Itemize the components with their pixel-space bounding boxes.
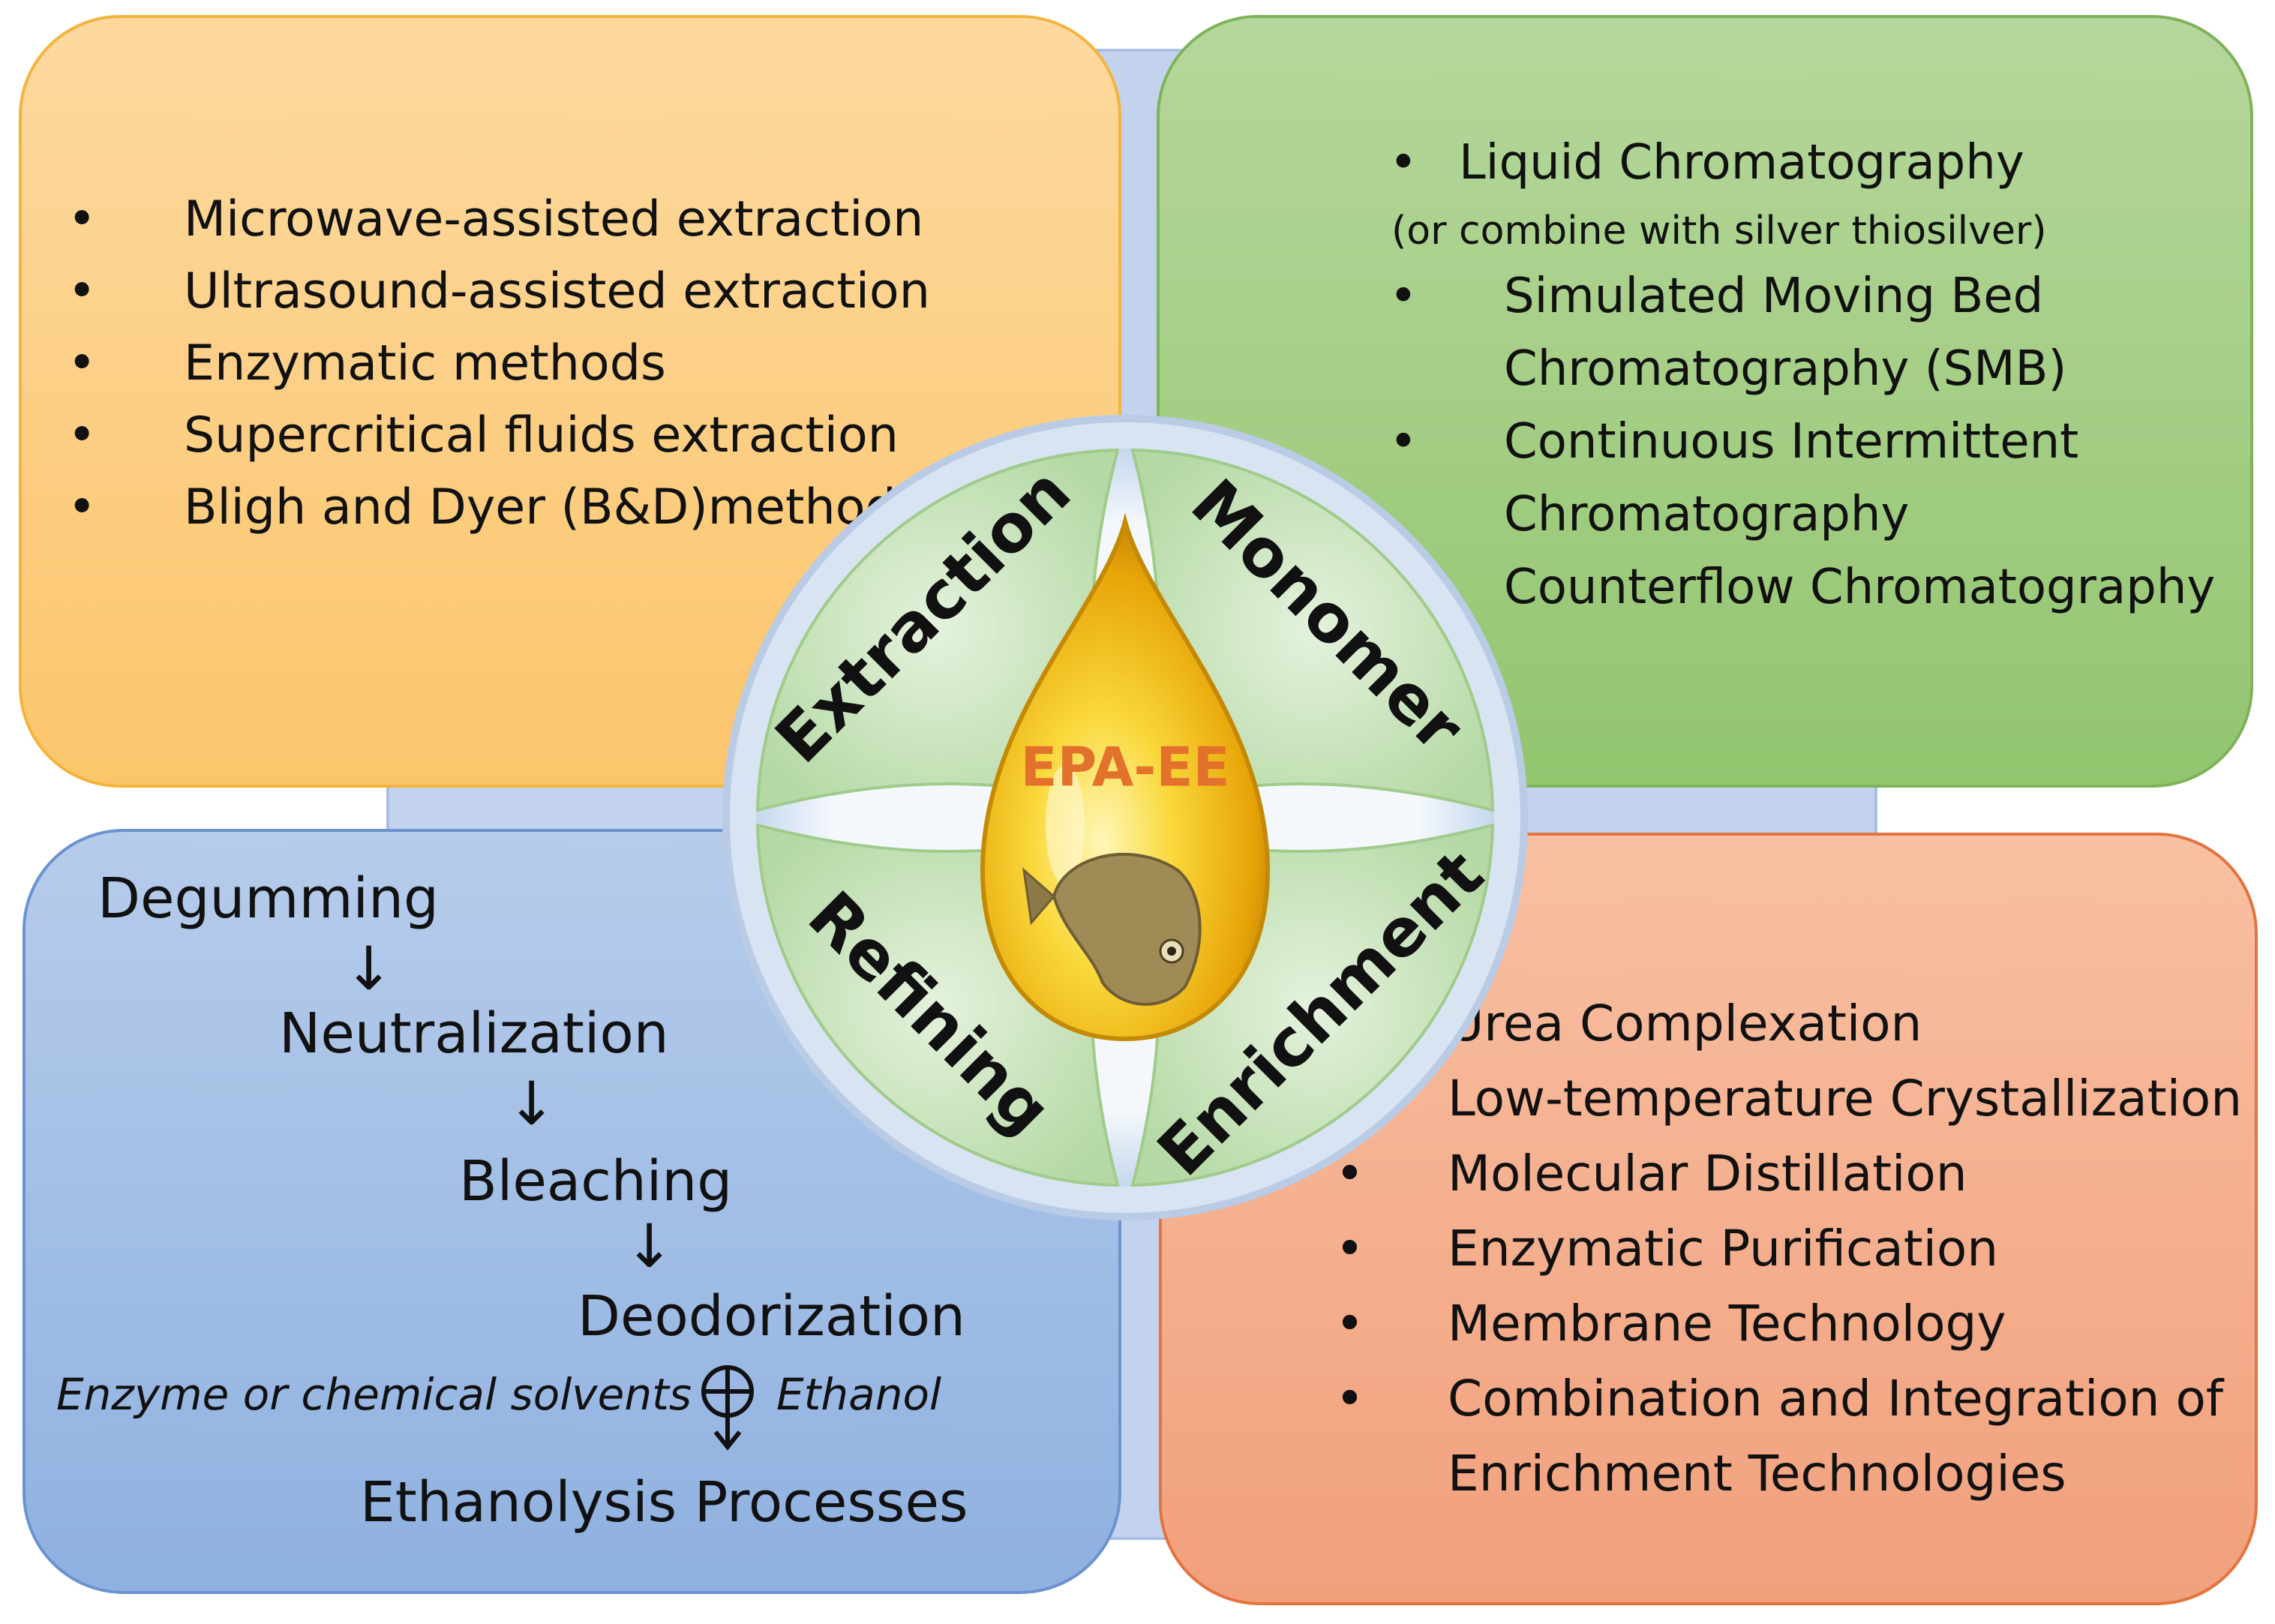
extraction-method: Ultrasound-assisted extraction [184, 263, 930, 320]
bullet: • [1335, 1370, 1364, 1427]
enrichment-method: Urea Complexation [1448, 995, 1922, 1052]
list-item: •Molecular Distillation [1335, 1136, 2242, 1211]
bullet: • [1389, 135, 1418, 191]
bullet: • [68, 191, 97, 248]
list-item: • Ultrasound-assisted extraction [68, 256, 930, 328]
monomer-method: Continuous Intermittent [1504, 414, 2079, 470]
refining-step: Bleaching [459, 1149, 733, 1214]
center-diagram: Extraction Monomer Refining Enrichment E… [722, 415, 1528, 1220]
enrichment-methods-list: •Urea Complexation •Low-temperature Crys… [1335, 986, 2242, 1511]
bullet: • [1389, 414, 1418, 470]
extraction-methods-list: • Microwave-assisted extraction • Ultrasou… [68, 184, 930, 544]
list-item: • Supercritical fluids extraction [68, 400, 930, 472]
bullet: • [68, 263, 97, 320]
refining-step: Deodorization [578, 1284, 965, 1349]
monomer-method: Chromatography (SMB) [1504, 341, 2067, 397]
center-label: EPA-EE [1020, 736, 1229, 799]
list-item: • Enzymatic methods [68, 328, 930, 400]
monomer-method: Chromatography [1504, 487, 1910, 542]
extraction-method: Supercritical fluids extraction [184, 407, 899, 464]
list-item: •Low-temperature Crystallization [1335, 1061, 2242, 1136]
list-item: • Enzymatic Purification [1335, 1211, 2242, 1286]
enrichment-method: Molecular Distillation [1448, 1145, 1967, 1202]
enrichment-method: Low-temperature Crystallization [1448, 1070, 2243, 1127]
circled-plus-icon [701, 1365, 754, 1451]
bullet: • [1389, 269, 1418, 324]
bullet: • [68, 335, 97, 392]
extraction-method: Bligh and Dyer (B&D)method [184, 479, 896, 536]
refining-step: Degumming [98, 866, 439, 931]
enrichment-method: Enrichment Technologies [1448, 1445, 2066, 1502]
reagent-label: Ethanol [776, 1369, 942, 1420]
monomer-method: Liquid Chromatography [1459, 135, 2024, 191]
monomer-method: Counterflow Chromatography [1504, 560, 2216, 615]
list-item: Enrichment Technologies [1335, 1436, 2242, 1511]
fish-icon [1022, 853, 1202, 1006]
list-item: • Combination and Integration of [1335, 1361, 2242, 1436]
enrichment-method: Enzymatic Purification [1448, 1220, 1999, 1277]
arrow-down-icon: ↓ [506, 1069, 557, 1139]
enrichment-method: Membrane Technology [1448, 1295, 2006, 1352]
enrichment-method: Combination and Integration of [1448, 1370, 2224, 1427]
list-item: • Membrane Technology [1335, 1286, 2242, 1361]
bullet: • [68, 407, 97, 464]
bullet: • [68, 479, 97, 536]
bullet: • [1335, 1220, 1364, 1277]
arrow-down-icon: ↓ [344, 934, 395, 1004]
list-item: • Bligh and Dyer (B&D)method [68, 472, 930, 544]
refining-step: Neutralization [279, 1001, 669, 1066]
extraction-method: Microwave-assisted extraction [184, 191, 924, 248]
list-item: • Microwave-assisted extraction [68, 184, 930, 256]
refining-final-step: Ethanolysis Processes [360, 1470, 968, 1535]
monomer-method-note: (or combine with silver thiosilver) [1391, 209, 2047, 254]
monomer-method: Simulated Moving Bed [1504, 269, 2044, 324]
reagent-label: Enzyme or chemical solvents [56, 1369, 692, 1420]
arrow-down-icon: ↓ [624, 1211, 675, 1281]
bullet: • [1335, 1295, 1364, 1352]
extraction-method: Enzymatic methods [184, 335, 666, 392]
